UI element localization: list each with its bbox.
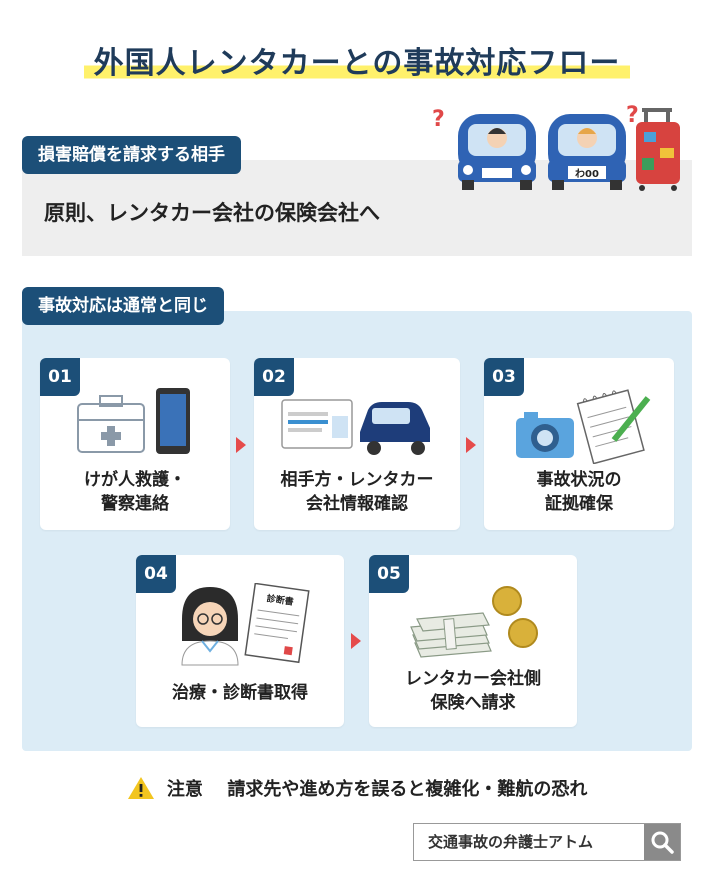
caution-note: 注意 請求先や進め方を誤ると複雑化・難航の恐れ <box>0 775 714 801</box>
step-text: 治療・診断書取得 <box>172 683 308 703</box>
camera-and-notepad-icon <box>516 389 651 464</box>
confused-drivers-illustration: ? ? わ00 <box>432 103 680 191</box>
step-text: 相手方・レンタカー 会社情報確認 <box>280 470 434 514</box>
license-and-car-icon <box>281 399 430 455</box>
search-query-text: 交通事故の弁護士アトム <box>428 833 594 851</box>
search-button[interactable] <box>644 824 680 860</box>
step-card-04: 04 診断書 治療・診断書取得 <box>136 555 344 727</box>
question-mark-icon: ? <box>432 107 445 132</box>
step-number: 01 <box>40 358 80 396</box>
rental-car-icon: わ00 <box>548 114 626 190</box>
question-mark-icon: ? <box>626 103 639 128</box>
step-number: 03 <box>484 358 524 396</box>
step-card-05: 05 レンタカー会社側 保険へ請求 <box>369 555 577 727</box>
claim-target-label: 損害賠償を請求する相手 <box>22 136 241 174</box>
page-title: 外国人レンタカーとの事故対応フロー <box>83 38 631 82</box>
car-icon <box>458 114 536 190</box>
license-plate: わ00 <box>575 168 599 180</box>
suitcase-icon <box>636 108 680 191</box>
money-and-coins-icon <box>410 586 538 658</box>
flow-panel-label: 事故対応は通常と同じ <box>22 287 224 325</box>
step-card-01: 01 けが人救護・ 警察連絡 <box>40 358 230 530</box>
step-text: けが人救護・ 警察連絡 <box>84 470 186 514</box>
first-aid-kit-and-phone-icon <box>77 388 190 454</box>
title-area: 外国人レンタカーとの事故対応フロー <box>0 38 714 82</box>
step-text: 事故状況の 証拠確保 <box>536 470 622 514</box>
step-number: 02 <box>254 358 294 396</box>
flow-arrow-icon <box>466 437 476 453</box>
search-icon <box>651 831 674 854</box>
step-number: 04 <box>136 555 176 593</box>
step-text: レンタカー会社側 保険へ請求 <box>405 669 541 713</box>
step-card-03: 03 事故状況の 証拠確保 <box>484 358 674 530</box>
step-number: 05 <box>369 555 409 593</box>
step-card-02: 02 相手方・レンタカー 会社情報確認 <box>254 358 460 530</box>
svg-text:診断書: 診断書 <box>266 592 294 608</box>
caution-prefix: 注意 <box>166 779 203 800</box>
flow-arrow-icon <box>236 437 246 453</box>
claim-target-text: 原則、レンタカー会社の保険会社へ <box>44 201 380 225</box>
warning-icon <box>127 777 154 799</box>
caution-text: 請求先や進め方を誤ると複雑化・難航の恐れ <box>227 779 588 800</box>
flow-arrow-icon <box>351 633 361 649</box>
site-search-box[interactable]: 交通事故の弁護士アトム <box>413 823 681 861</box>
doctor-and-certificate-icon: 診断書 <box>181 583 310 666</box>
